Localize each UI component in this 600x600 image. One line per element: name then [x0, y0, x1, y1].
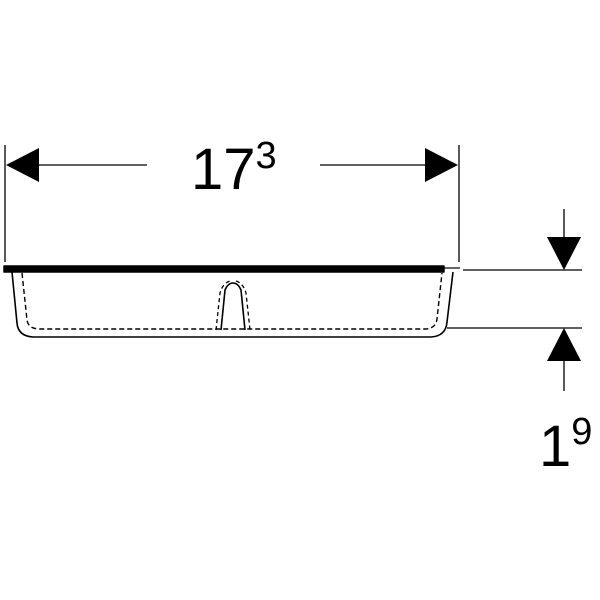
tray-profile	[3, 265, 460, 338]
height-arrow-up-icon	[547, 328, 581, 361]
tray-rim	[3, 265, 445, 273]
height-dimension: 19	[447, 209, 592, 479]
width-dimension: 173	[4, 135, 460, 262]
tray-divider-rib-inner	[215, 280, 251, 331]
width-dimension-base: 17	[191, 137, 256, 202]
tray-divider-rib	[220, 282, 246, 331]
height-dimension-label: 19	[539, 411, 592, 479]
height-dimension-exponent: 9	[571, 411, 592, 453]
width-dimension-label: 173	[191, 135, 277, 202]
width-arrow-left-icon	[6, 148, 39, 182]
height-dimension-base: 1	[539, 414, 571, 479]
width-dimension-exponent: 3	[256, 135, 277, 177]
tray-outer-wall	[11, 271, 454, 338]
width-arrow-right-icon	[425, 148, 458, 182]
height-arrow-down-icon	[547, 237, 581, 270]
tray-inner-contour	[21, 272, 443, 330]
